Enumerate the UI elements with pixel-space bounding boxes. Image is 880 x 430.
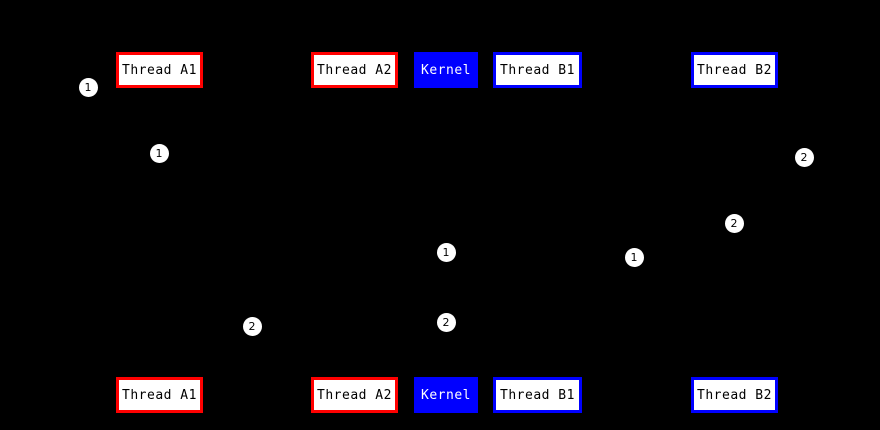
message-1-c <box>456 252 516 253</box>
participant-head-thread-a1[interactable]: Thread A1 <box>116 52 203 88</box>
participant-head-thread-a2[interactable]: Thread A2 <box>311 52 398 88</box>
lifeline-thread-a1 <box>158 88 160 377</box>
marker-number: 2 <box>442 315 450 329</box>
marker-number: 1 <box>155 146 163 160</box>
participant-foot-thread-b2[interactable]: Thread B2 <box>691 377 778 413</box>
participant-label: Thread B2 <box>697 62 772 78</box>
message-2-c <box>376 322 436 323</box>
lifeline-thread-a2 <box>354 88 356 377</box>
sequence-marker-2: 2 <box>436 312 456 332</box>
lifeline-thread-b1 <box>537 88 539 377</box>
participant-label: Thread B1 <box>500 387 575 403</box>
participant-label: Thread A1 <box>122 387 197 403</box>
participant-foot-thread-a2[interactable]: Thread A2 <box>311 377 398 413</box>
sequence-marker-2: 2 <box>724 213 744 233</box>
marker-number: 2 <box>800 150 808 164</box>
marker-number: 1 <box>442 245 450 259</box>
participant-head-thread-b2[interactable]: Thread B2 <box>691 52 778 88</box>
marker-number: 1 <box>630 250 638 264</box>
message-2-a <box>734 157 794 158</box>
participant-label: Kernel <box>421 387 471 403</box>
message-2-d <box>262 326 322 327</box>
participant-label: Thread A2 <box>317 62 392 78</box>
participant-head-kernel[interactable]: Kernel <box>414 52 478 88</box>
sequence-marker-2: 2 <box>242 316 262 336</box>
marker-number: 2 <box>248 319 256 333</box>
participant-head-thread-b1[interactable]: Thread B1 <box>493 52 582 88</box>
participant-foot-thread-b1[interactable]: Thread B1 <box>493 377 582 413</box>
sequence-marker-2: 2 <box>794 147 814 167</box>
sequence-marker-1: 1 <box>78 77 98 97</box>
lifeline-kernel <box>445 86 447 377</box>
lifeline-thread-b2 <box>733 88 735 377</box>
sequence-marker-1: 1 <box>149 143 169 163</box>
message-1-d <box>564 257 624 258</box>
message-1-b <box>159 153 220 154</box>
sequence-marker-1: 1 <box>436 242 456 262</box>
participant-foot-kernel[interactable]: Kernel <box>414 377 478 413</box>
marker-number: 2 <box>730 216 738 230</box>
marker-number: 1 <box>84 80 92 94</box>
message-2-b <box>674 223 734 224</box>
participant-label: Thread B2 <box>697 387 772 403</box>
participant-foot-thread-a1[interactable]: Thread A1 <box>116 377 203 413</box>
participant-label: Thread A2 <box>317 387 392 403</box>
participant-label: Thread B1 <box>500 62 575 78</box>
sequence-marker-1: 1 <box>624 247 644 267</box>
participant-label: Thread A1 <box>122 62 197 78</box>
participant-label: Kernel <box>421 62 471 78</box>
